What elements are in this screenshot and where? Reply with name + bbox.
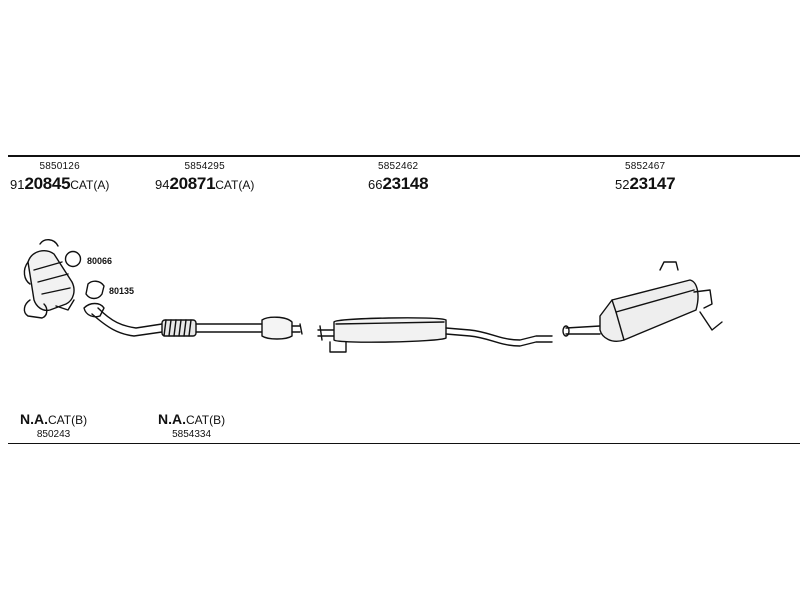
rear-silencer-drawing xyxy=(562,261,723,342)
part-oem-number: 5852467 xyxy=(624,161,666,172)
gasket-ring-drawing xyxy=(64,250,82,268)
part-oem-number: 5854334 xyxy=(172,429,212,440)
part-label-catalyst-front: 5850126 9120845CAT(A) xyxy=(10,162,109,193)
part-prefix: 52 xyxy=(615,177,630,192)
part-code: 20845 xyxy=(24,174,71,193)
part-suffix: CAT(B) xyxy=(48,413,88,427)
availability-status: N.A. xyxy=(20,411,48,427)
part-prefix: 91 xyxy=(10,177,25,192)
part-suffix: CAT(A) xyxy=(215,178,255,192)
part-label-rear-silencer: 5852467 5223147 xyxy=(615,161,676,193)
front-pipe-drawing xyxy=(83,302,303,340)
flange-gasket-drawing xyxy=(85,280,105,300)
part-oem-number: 850243 xyxy=(36,429,71,440)
bottom-divider xyxy=(8,443,800,444)
callout-label-flange-gasket: 80135 xyxy=(109,286,135,296)
part-prefix: 94 xyxy=(155,177,170,192)
middle-silencer-drawing xyxy=(317,317,553,353)
part-prefix: 66 xyxy=(368,177,383,192)
part-label-middle-silencer: 5852462 6623148 xyxy=(368,161,429,193)
part-suffix: CAT(A) xyxy=(70,178,110,192)
part-oem-number: 5854295 xyxy=(184,161,225,172)
part-oem-number: 5850126 xyxy=(39,161,80,172)
availability-status: N.A. xyxy=(158,411,186,427)
catalytic-converter-drawing xyxy=(23,239,75,319)
part-suffix: CAT(B) xyxy=(186,413,226,427)
part-code: 23147 xyxy=(629,174,676,193)
part-code: 20871 xyxy=(169,174,216,193)
bottom-label-catalyst-b: N.A.CAT(B) 850243 xyxy=(20,412,87,440)
part-oem-number: 5852462 xyxy=(377,161,419,172)
part-label-front-pipe: 5854295 9420871CAT(A) xyxy=(155,162,254,193)
top-divider xyxy=(8,155,800,157)
part-code: 23148 xyxy=(382,174,429,193)
bottom-label-pipe-b: N.A.CAT(B) 5854334 xyxy=(158,412,225,440)
callout-label-gasket-ring: 80066 xyxy=(87,256,113,266)
